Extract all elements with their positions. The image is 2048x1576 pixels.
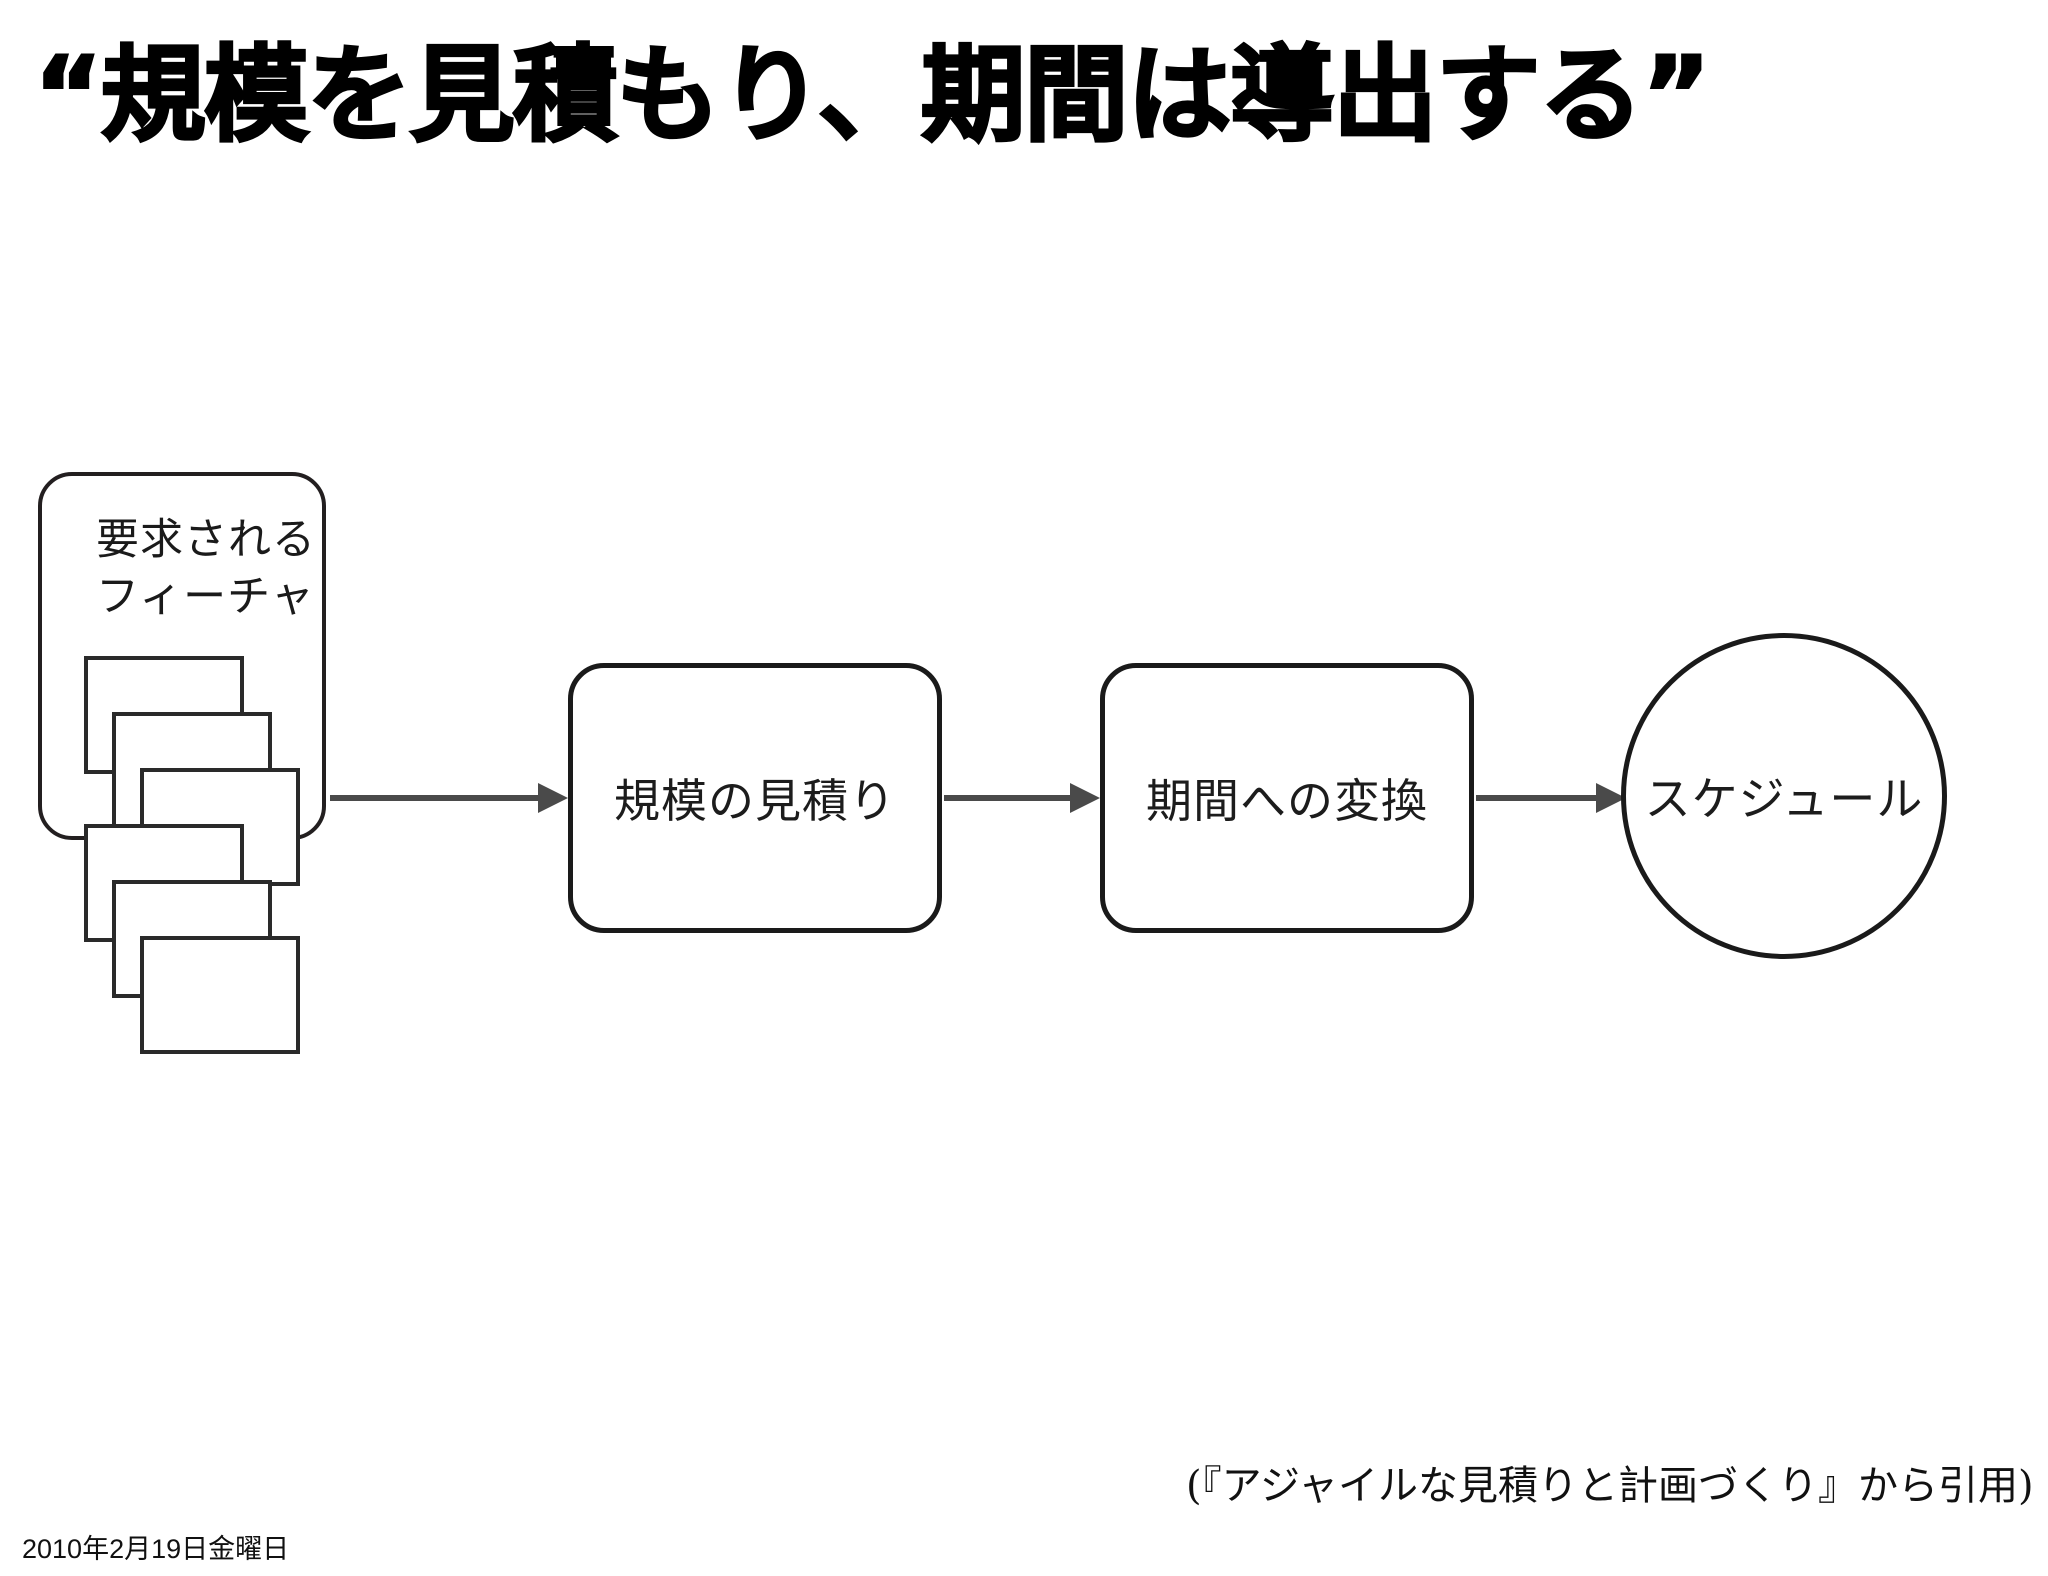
arrow-shaft — [1476, 795, 1596, 801]
feature-card — [140, 936, 300, 1054]
arrow-features-to-estimate — [330, 783, 568, 813]
node-size-estimate-label: 規模の見積り — [614, 775, 896, 827]
arrow-head-icon — [538, 783, 568, 813]
arrow-shaft — [944, 795, 1070, 801]
arrow-estimate-to-convert — [944, 783, 1100, 813]
arrow-convert-to-schedule — [1476, 783, 1626, 813]
arrow-shaft — [330, 795, 538, 801]
citation-text: (『アジャイルな見積りと計画づくり』から引用) — [1186, 1463, 2034, 1509]
node-size-estimate[interactable]: 規模の見積り — [568, 663, 942, 933]
page-title: “規模を見積もり、期間は導出する” — [33, 34, 1713, 156]
footer-date: 2010年2月19日金曜日 — [22, 1534, 290, 1564]
node-schedule-label: スケジュール — [1644, 773, 1924, 825]
node-duration-conversion-label: 期間への変換 — [1146, 775, 1428, 827]
node-schedule[interactable]: スケジュール — [1621, 633, 1947, 959]
feature-card — [112, 880, 272, 998]
feature-card — [84, 824, 244, 942]
node-required-features[interactable] — [38, 472, 326, 840]
node-duration-conversion[interactable]: 期間への変換 — [1100, 663, 1474, 933]
arrow-head-icon — [1070, 783, 1100, 813]
